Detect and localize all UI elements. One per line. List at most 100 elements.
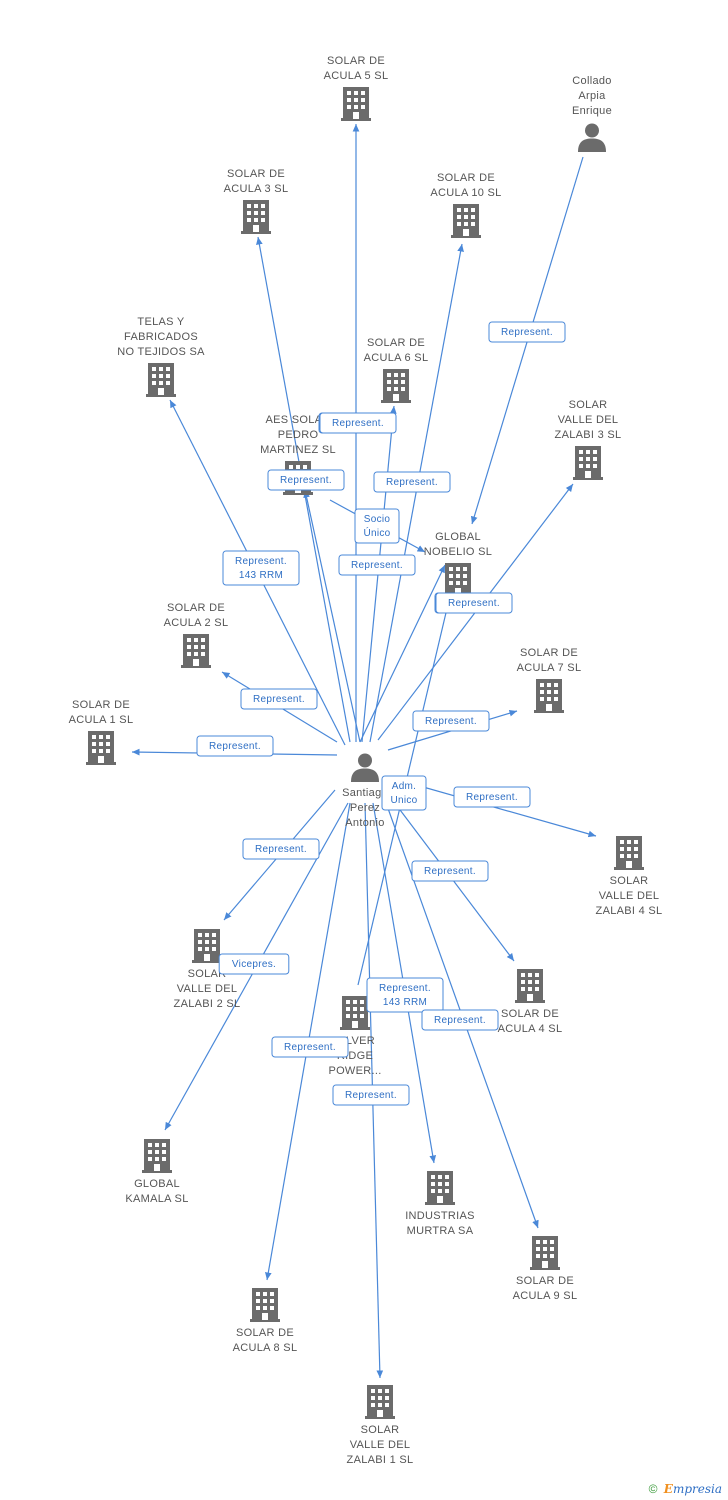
building-icon[interactable]: [381, 369, 411, 403]
node-label[interactable]: FABRICADOS: [124, 331, 198, 343]
building-icon[interactable]: [340, 996, 370, 1030]
edge-label-center-acula9: Represent.: [421, 1009, 499, 1031]
node-label[interactable]: ACULA 7 SL: [517, 662, 582, 674]
building-icon[interactable]: [614, 836, 644, 870]
node-acula2[interactable]: SOLAR DE ACULA 2 SL: [164, 602, 229, 668]
node-zalabi2[interactable]: SOLAR VALLE DEL ZALABI 2 SL: [174, 929, 241, 1010]
node-label[interactable]: NOBELIO SL: [424, 546, 492, 558]
building-icon[interactable]: [573, 446, 603, 480]
node-label[interactable]: ACULA 5 SL: [324, 70, 389, 82]
building-icon[interactable]: [534, 679, 564, 713]
node-label[interactable]: MARTINEZ SL: [260, 444, 336, 456]
node-label[interactable]: ZALABI 3 SL: [555, 429, 622, 441]
node-label[interactable]: ZALABI 1 SL: [347, 1454, 414, 1466]
building-icon[interactable]: [341, 87, 371, 121]
node-label[interactable]: SOLAR DE: [227, 168, 285, 180]
node-label[interactable]: SOLAR DE: [167, 602, 225, 614]
node-acula4[interactable]: SOLAR DE ACULA 4 SL: [498, 969, 563, 1035]
building-icon[interactable]: [515, 969, 545, 1003]
node-murtra[interactable]: INDUSTRIAS MURTRA SA: [405, 1171, 475, 1237]
node-label[interactable]: AES SOLAR: [265, 414, 330, 426]
node-kamala[interactable]: GLOBAL KAMALA SL: [125, 1139, 188, 1205]
edge-center-nobelio: [359, 564, 446, 743]
node-label[interactable]: ACULA 2 SL: [164, 617, 229, 629]
node-zalabi3[interactable]: SOLAR VALLE DEL ZALABI 3 SL: [555, 399, 622, 480]
building-icon[interactable]: [181, 634, 211, 668]
node-label[interactable]: ZALABI 2 SL: [174, 998, 241, 1010]
node-label[interactable]: Santiago: [342, 787, 388, 799]
node-label[interactable]: ACULA 9 SL: [513, 1290, 578, 1302]
node-label[interactable]: SOLAR DE: [236, 1327, 294, 1339]
node-label[interactable]: KAMALA SL: [125, 1193, 188, 1205]
node-label[interactable]: VALLE DEL: [599, 890, 660, 902]
node-acula8[interactable]: SOLAR DE ACULA 8 SL: [233, 1288, 298, 1354]
edge-label-text: Represent.: [253, 694, 305, 705]
node-acula5[interactable]: SOLAR DE ACULA 5 SL: [324, 55, 389, 121]
building-icon[interactable]: [443, 563, 473, 597]
node-label[interactable]: SOLAR DE: [501, 1008, 559, 1020]
node-label[interactable]: ACULA 10 SL: [430, 187, 501, 199]
node-label[interactable]: ACULA 3 SL: [224, 183, 289, 195]
node-nobelio[interactable]: GLOBAL NOBELIO SL: [424, 531, 492, 597]
node-acula9[interactable]: SOLAR DE ACULA 9 SL: [513, 1236, 578, 1302]
node-label[interactable]: VALLE DEL: [350, 1439, 411, 1451]
node-label[interactable]: POWER...: [328, 1065, 381, 1077]
node-zalabi4[interactable]: SOLAR VALLE DEL ZALABI 4 SL: [596, 836, 663, 917]
building-icon[interactable]: [451, 204, 481, 238]
building-icon[interactable]: [86, 731, 116, 765]
building-icon[interactable]: [530, 1236, 560, 1270]
node-label[interactable]: SOLAR DE: [72, 699, 130, 711]
node-label[interactable]: VALLE DEL: [177, 983, 238, 995]
node-label[interactable]: SOLAR: [569, 399, 608, 411]
edge-label-text: Represent.: [209, 741, 261, 752]
node-telas[interactable]: TELAS Y FABRICADOS NO TEJIDOS SA: [117, 316, 205, 397]
node-label[interactable]: NO TEJIDOS SA: [117, 346, 205, 358]
node-acula6[interactable]: SOLAR DE ACULA 6 SL: [364, 337, 429, 403]
edge-label-box: [267, 469, 345, 491]
node-acula7[interactable]: SOLAR DE ACULA 7 SL: [517, 647, 582, 713]
node-label[interactable]: ACULA 4 SL: [498, 1023, 563, 1035]
node-label[interactable]: Perez: [350, 802, 380, 814]
node-label[interactable]: PEDRO: [278, 429, 319, 441]
building-icon[interactable]: [192, 929, 222, 963]
node-label[interactable]: ZALABI 4 SL: [596, 905, 663, 917]
node-label[interactable]: GLOBAL: [134, 1178, 180, 1190]
node-label[interactable]: SOLAR DE: [437, 172, 495, 184]
edge-label-center-aes: Represent.: [267, 469, 345, 491]
building-icon[interactable]: [146, 363, 176, 397]
node-label[interactable]: SOLAR: [610, 875, 649, 887]
node-acula1[interactable]: SOLAR DE ACULA 1 SL: [69, 699, 134, 765]
node-label[interactable]: Enrique: [572, 105, 612, 117]
edge-label-box: [411, 860, 489, 882]
node-zalabi1[interactable]: SOLAR VALLE DEL ZALABI 1 SL: [347, 1385, 414, 1466]
node-label[interactable]: SOLAR DE: [516, 1275, 574, 1287]
building-icon[interactable]: [425, 1171, 455, 1205]
node-label[interactable]: SOLAR DE: [327, 55, 385, 67]
node-acula10[interactable]: SOLAR DE ACULA 10 SL: [430, 172, 501, 238]
building-icon[interactable]: [241, 200, 271, 234]
node-label[interactable]: SOLAR DE: [520, 647, 578, 659]
node-label[interactable]: ACULA 8 SL: [233, 1342, 298, 1354]
node-label[interactable]: SOLAR: [188, 968, 227, 980]
node-label[interactable]: INDUSTRIAS: [405, 1210, 475, 1222]
node-label[interactable]: MURTRA SA: [407, 1225, 474, 1237]
node-label[interactable]: VALLE DEL: [558, 414, 619, 426]
person-icon[interactable]: [578, 123, 606, 153]
node-label[interactable]: TELAS Y: [137, 316, 185, 328]
node-label[interactable]: GLOBAL: [435, 531, 481, 543]
building-icon[interactable]: [250, 1288, 280, 1322]
building-icon[interactable]: [365, 1385, 395, 1419]
node-label[interactable]: Collado: [572, 75, 611, 87]
building-icon[interactable]: [142, 1139, 172, 1173]
node-label[interactable]: SOLAR DE: [367, 337, 425, 349]
person-icon[interactable]: [351, 753, 379, 783]
node-label[interactable]: ACULA 1 SL: [69, 714, 134, 726]
node-label[interactable]: ACULA 6 SL: [364, 352, 429, 364]
node-label[interactable]: Arpia: [578, 90, 606, 102]
node-acula3[interactable]: SOLAR DE ACULA 3 SL: [224, 168, 289, 234]
node-label[interactable]: SOLAR: [361, 1424, 400, 1436]
node-aes[interactable]: AES SOLAR PEDRO MARTINEZ SL: [260, 414, 336, 495]
node-label[interactable]: Antonio: [345, 817, 384, 829]
